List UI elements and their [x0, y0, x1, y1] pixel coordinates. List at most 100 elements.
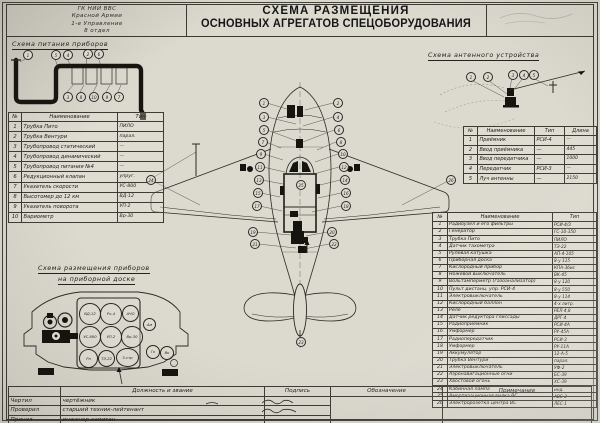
table-cell: 8	[432, 270, 448, 280]
table-cell: 17	[432, 335, 448, 344]
table-cell: ХС-39	[552, 378, 597, 387]
table-cell: РЕЛ-4,8	[552, 306, 597, 315]
gauge-turn: УП-2	[100, 326, 122, 348]
table-cell: Кислородный прибор	[447, 263, 553, 272]
table-cell: Вр-30	[117, 211, 164, 223]
table-cell: Трубопровод динамический	[21, 151, 118, 163]
table-cell: 1	[432, 220, 448, 230]
table-cell: 10	[8, 211, 22, 223]
table-cell: Хвостовой огонь	[447, 378, 553, 387]
table-cell: Указатель поворота	[21, 201, 118, 213]
role-accepted: Принял	[8, 414, 61, 423]
table-cell: упруг.	[117, 171, 164, 183]
signature-cell	[264, 405, 331, 416]
column-header: Тип	[117, 112, 164, 122]
table-cell: —	[564, 163, 597, 175]
panel-section-title-2: на приборной доске	[58, 275, 136, 285]
table-cell: РСИ-3	[534, 163, 565, 175]
table-cell: 4-х литр.	[552, 299, 597, 308]
header-divider-left	[186, 4, 187, 36]
table-cell: Радиоузел и его фильтры	[447, 220, 553, 230]
table-cell: 3	[463, 154, 478, 165]
table-cell: —	[534, 144, 565, 156]
table-cell: Радиопередатчик	[447, 335, 553, 344]
table-cell: Вариометр	[21, 211, 118, 223]
gauge-vk: Вк	[160, 346, 174, 360]
panel-section-title-1: Схема размещения приборов	[38, 264, 150, 274]
table-cell: 1000	[564, 154, 597, 165]
column-header: №	[463, 126, 478, 136]
right-wing	[321, 148, 450, 223]
table-cell: 8	[8, 191, 22, 203]
column-header: Наименование	[21, 112, 118, 122]
signature-cell	[264, 414, 331, 423]
table-cell: Аккумулятор	[447, 349, 553, 358]
table-cell: Указатель скорости	[21, 181, 118, 193]
table-cell: 5	[463, 173, 478, 184]
table-cell: 1	[463, 135, 478, 146]
table-cell: —	[117, 161, 164, 173]
gauge-ro4: Ро-4	[100, 303, 122, 325]
position-accepted: инженер-капитан	[60, 414, 265, 423]
table-cell: парал.	[552, 356, 597, 365]
stabilizer-left	[243, 292, 299, 322]
table-cell: Трубка Пито	[21, 120, 118, 133]
antenna-section-title: Схема антенного устройства	[428, 51, 540, 61]
table-cell: Электровыключатель	[447, 292, 553, 301]
table-cell: 4	[432, 242, 448, 251]
table-cell: 20	[432, 356, 448, 365]
table-cell: Умформер	[447, 342, 553, 351]
table-cell: 15	[432, 320, 448, 330]
table-cell: Ножевой выключатель	[447, 270, 553, 280]
table-cell: 6	[8, 171, 22, 183]
table-cell: 12-А-5	[552, 349, 597, 358]
table-cell: БС-39	[552, 370, 597, 380]
table-cell: 18	[432, 342, 448, 351]
table-cell: 3	[8, 141, 22, 153]
position-drawn: чертёжник	[60, 395, 265, 407]
table-cell: 3	[432, 235, 448, 244]
pencil-note	[499, 13, 573, 19]
gauge-vario: Вр-30	[121, 326, 143, 348]
table-cell: УС-800	[117, 181, 164, 193]
table-cell: 16	[432, 328, 448, 337]
panel-outline	[23, 291, 189, 371]
table-cell: Ввод передатчика	[477, 154, 535, 165]
canopy-outline	[285, 156, 315, 175]
table-cell: Датчик редуктора глиссады	[447, 313, 553, 322]
org-line: Красной Армии	[71, 13, 123, 20]
note-cell	[442, 395, 592, 423]
gauge-rl: Рл	[79, 349, 98, 368]
oxygen-apparatus	[42, 312, 78, 343]
table-cell: 2150	[564, 173, 597, 184]
column-header: Тип	[534, 126, 565, 136]
table-cell: Электровыключатель	[447, 363, 553, 372]
table-cell: Рулевая катушка	[447, 249, 553, 258]
table-cell: 2	[432, 228, 448, 237]
table-cell: РСИ-4	[534, 135, 565, 146]
table-cell: Передатчик	[477, 163, 535, 175]
